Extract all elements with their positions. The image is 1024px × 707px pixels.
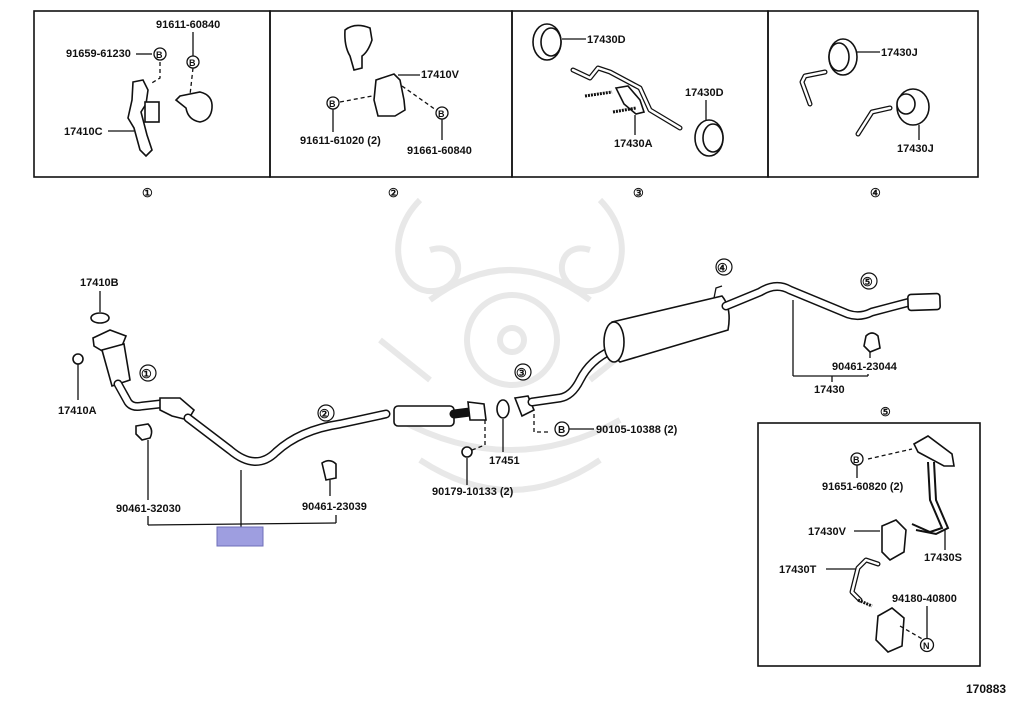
cushion-17430v-icon xyxy=(881,519,907,561)
svg-text:B: B xyxy=(156,50,163,60)
label-91611-61020[interactable]: 91611-61020 (2) xyxy=(300,135,381,147)
cushion-17430j-icon xyxy=(828,38,858,76)
callout-1-label: ① xyxy=(141,367,152,381)
label-17410b[interactable]: 17410B xyxy=(80,277,119,289)
label-90179-10133[interactable]: 90179-10133 (2) xyxy=(432,486,514,498)
svg-text:N: N xyxy=(923,641,930,651)
label-91611-60840[interactable]: 91611-60840 xyxy=(156,19,220,31)
label-17430[interactable]: 17430 xyxy=(814,384,845,396)
inset-5[interactable]: ⑤ B 91651-60820 (2) 17430S 17430V 17430T… xyxy=(757,405,981,667)
inset-2-number: ② xyxy=(388,186,399,200)
highlight-marker[interactable] xyxy=(216,526,264,547)
label-17430d-bottom[interactable]: 17430D xyxy=(685,87,724,99)
inset-4-frame xyxy=(767,10,979,178)
inset-5-number: ⑤ xyxy=(880,405,891,419)
label-91651-60820[interactable]: 91651-60820 (2) xyxy=(822,481,904,493)
callout-2 xyxy=(317,404,335,422)
bolt-symbol-icon: B xyxy=(435,106,449,120)
cushion-17430d-icon xyxy=(694,119,724,157)
cushion-17430d-icon xyxy=(532,23,562,61)
label-17430v[interactable]: 17430V xyxy=(808,526,847,538)
bolt-symbol-icon: B xyxy=(850,452,864,466)
svg-text:B: B xyxy=(329,99,336,109)
inset-3[interactable]: 17430D 17430A 17430D ③ xyxy=(511,10,769,200)
inset-4[interactable]: 17430J 17430J ④ xyxy=(767,10,979,200)
label-17430j-top[interactable]: 17430J xyxy=(881,47,918,59)
main-muffler-icon xyxy=(609,295,730,363)
label-90461-23039[interactable]: 90461-23039 xyxy=(302,501,367,513)
label-17430s[interactable]: 17430S xyxy=(924,552,962,564)
label-17410c[interactable]: 17410C xyxy=(64,126,103,138)
label-17451[interactable]: 17451 xyxy=(489,455,520,467)
svg-text:B: B xyxy=(438,109,445,119)
bracket-17430a-icon xyxy=(614,85,646,115)
label-94180-40800[interactable]: 94180-40800 xyxy=(892,593,957,605)
callout-5 xyxy=(860,272,878,290)
label-17410v[interactable]: 17410V xyxy=(421,69,460,81)
bolt-symbol-icon: B xyxy=(326,96,340,110)
callout-1 xyxy=(139,364,157,382)
clamp-90461-23044-icon xyxy=(863,332,881,353)
flange-icon xyxy=(467,401,487,421)
resonator-icon xyxy=(393,405,455,427)
label-17430t[interactable]: 17430T xyxy=(779,564,817,576)
nut-17410a-icon xyxy=(72,353,84,365)
bolt-symbol-icon: B xyxy=(186,55,200,69)
label-17430a[interactable]: 17430A xyxy=(614,138,653,150)
inset-1-frame xyxy=(33,10,271,178)
label-91659-61230[interactable]: 91659-61230 xyxy=(66,48,131,60)
inset-1-number: ① xyxy=(142,186,153,200)
bracket-17430s-icon xyxy=(912,435,955,467)
inset-1[interactable]: 91611-60840 91659-61230 B B 17410C ① xyxy=(33,10,271,200)
callout-3 xyxy=(514,363,532,381)
gasket-17410b-icon xyxy=(90,312,110,324)
callout-4-label: ④ xyxy=(717,261,728,275)
inset-3-number: ③ xyxy=(633,186,644,200)
svg-text:B: B xyxy=(558,425,565,436)
label-91661-60840[interactable]: 91661-60840 xyxy=(407,145,472,157)
clamp-90461-23039-icon xyxy=(321,459,337,481)
callout-2-label: ② xyxy=(319,407,330,421)
nut-90179-10133-icon xyxy=(461,446,473,458)
label-17430d-top[interactable]: 17430D xyxy=(587,34,626,46)
bracket-17410c-icon xyxy=(127,79,153,158)
nut-symbol-icon: N xyxy=(919,637,935,653)
callout-4 xyxy=(715,258,733,276)
cushion-17430j-icon xyxy=(896,88,930,126)
label-90461-32030[interactable]: 90461-32030 xyxy=(116,503,181,515)
clamp-90461-32030-icon xyxy=(135,423,153,441)
bolt-symbol-icon: B xyxy=(554,421,570,437)
clamp-icon xyxy=(344,24,373,71)
main-assembly: 17410B 17410A ① ② 90461-32030 90461-2303… xyxy=(58,258,941,547)
bolt-symbol-icon: B xyxy=(153,47,167,61)
diagram-id: 170883 xyxy=(966,682,1006,696)
clamp-icon xyxy=(875,607,905,653)
callout-3-label: ③ xyxy=(516,366,527,380)
svg-text:B: B xyxy=(853,455,860,465)
clamp-icon xyxy=(174,91,213,123)
bracket-17410v-icon xyxy=(373,73,406,117)
label-17430j-bottom[interactable]: 17430J xyxy=(897,143,934,155)
label-90105-10388[interactable]: 90105-10388 (2) xyxy=(596,424,678,436)
label-90461-23044[interactable]: 90461-23044 xyxy=(832,361,898,373)
inset-4-number: ④ xyxy=(870,186,881,200)
gasket-17451-icon xyxy=(496,399,510,419)
callout-5-label: ⑤ xyxy=(862,275,873,289)
tail-pipe-tip-icon xyxy=(907,292,941,312)
watermark-logo xyxy=(378,197,642,493)
inset-5-frame xyxy=(757,422,981,667)
inset-2[interactable]: 17410V B B 91611-61020 (2) 91661-60840 ② xyxy=(269,10,513,200)
label-17410a[interactable]: 17410A xyxy=(58,405,97,417)
svg-text:B: B xyxy=(189,58,196,68)
catalytic-converter-icon xyxy=(101,342,131,388)
